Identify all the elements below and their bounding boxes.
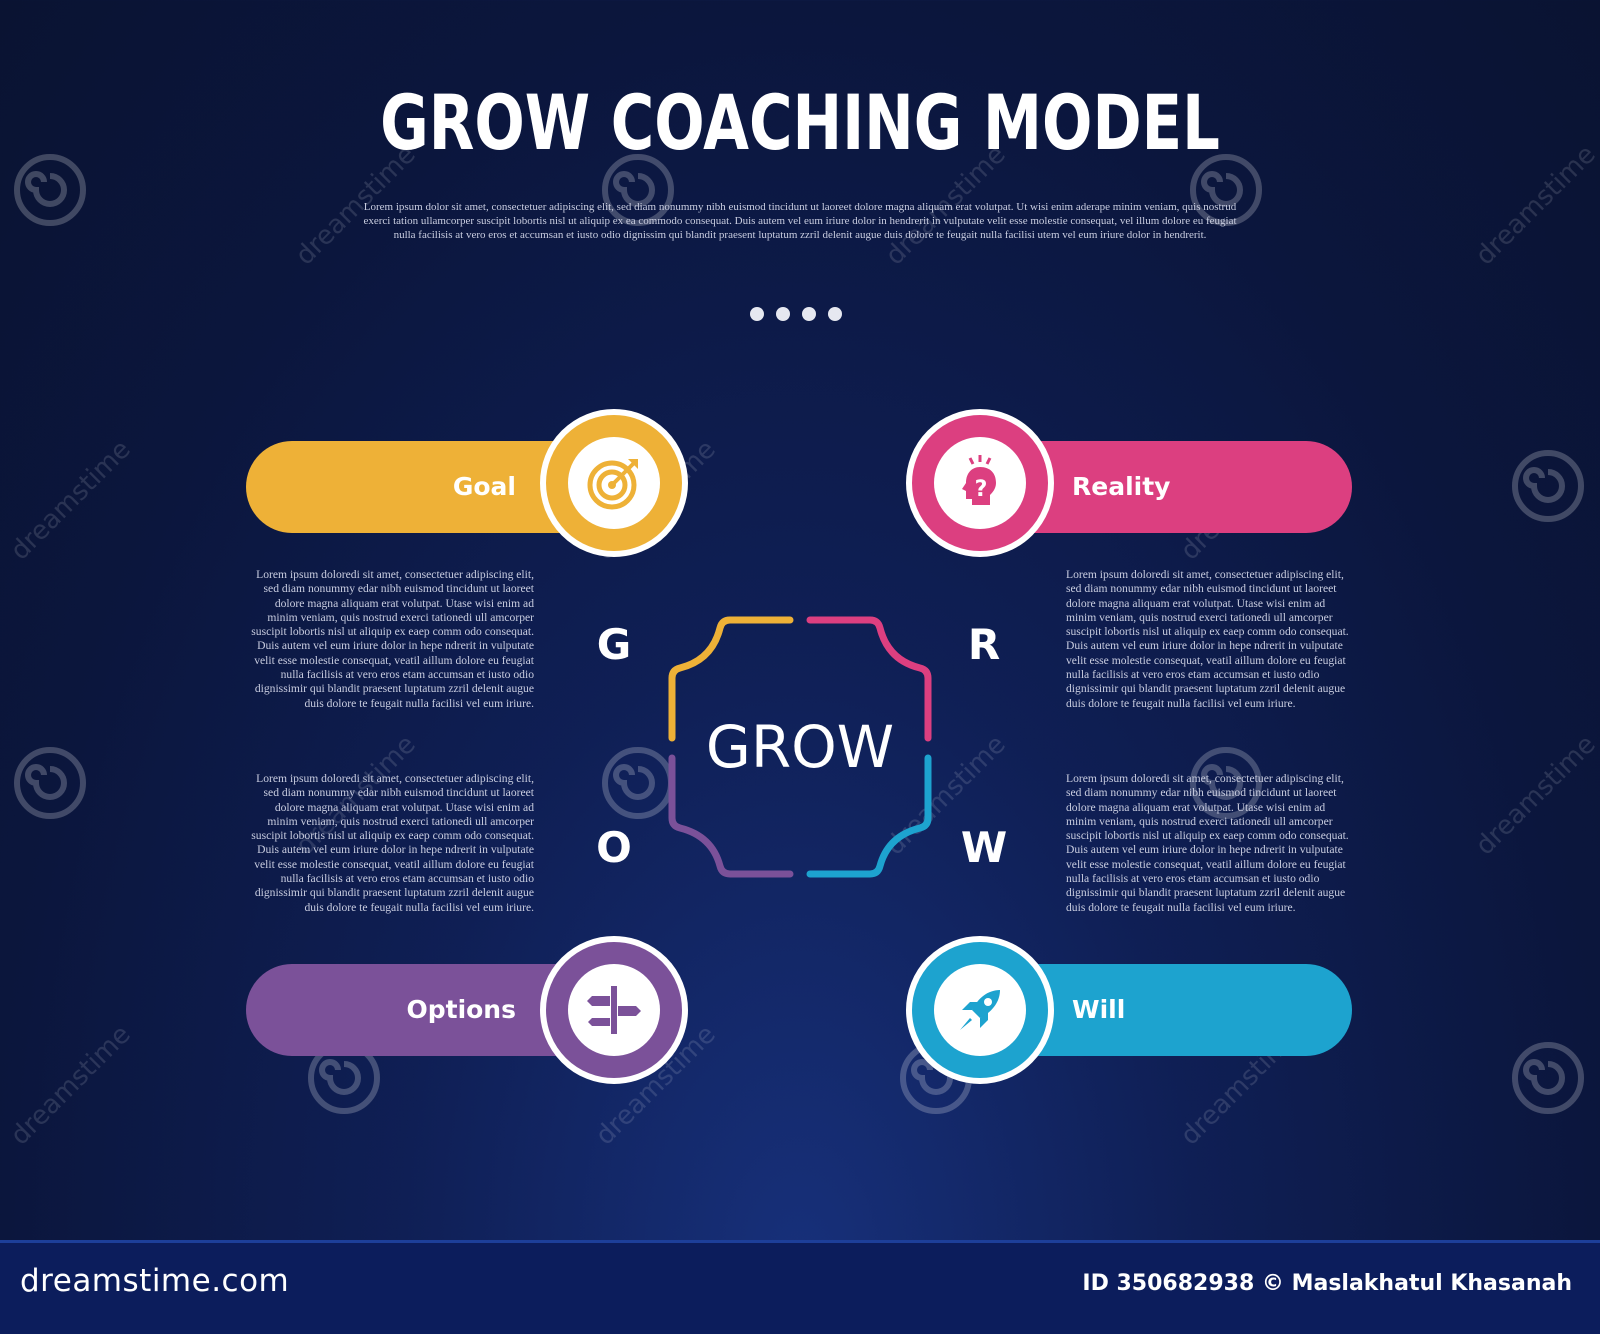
pagination-dots: [750, 307, 842, 321]
watermark-spiral-icon: [602, 154, 674, 226]
footer-credit: ID 350682938 © Maslakhatul Khasanah: [1082, 1271, 1572, 1296]
dot: [828, 307, 842, 321]
letter-g: G: [596, 620, 632, 669]
watermark-text: dreamstime: [1470, 729, 1600, 862]
footer-brand: dreamstime.com: [20, 1263, 290, 1299]
reality-label: Reality: [1072, 472, 1171, 501]
will-label: Will: [1072, 995, 1126, 1024]
watermark-text: dreamstime: [5, 434, 137, 567]
letter-w: W: [960, 823, 1008, 872]
watermark-spiral-icon: [1512, 1042, 1584, 1114]
goal-icon-circle: [540, 409, 688, 557]
will-icon-circle: [906, 936, 1054, 1084]
watermark-spiral-icon: [1190, 154, 1262, 226]
footer-bar: dreamstime.com ID 350682938 © Maslakhatu…: [0, 1240, 1600, 1334]
letter-r: R: [967, 620, 1001, 669]
watermark-spiral-icon: [1190, 747, 1262, 819]
intro-text: Lorem ipsum dolor sit amet, consectetuer…: [363, 201, 1237, 241]
rocket-icon: [960, 990, 1000, 1030]
dot: [750, 307, 764, 321]
watermark-text: dreamstime: [1470, 139, 1600, 272]
signpost-icon: [587, 986, 641, 1034]
grow-frame: [668, 616, 932, 878]
center-grow-word: GROW: [705, 713, 895, 781]
watermark-spiral-icon: [1512, 450, 1584, 522]
dot: [776, 307, 790, 321]
watermark-spiral-icon: [14, 747, 86, 819]
will-description: Lorem ipsum doloredi sit amet, consectet…: [1066, 772, 1349, 914]
reality-description: Lorem ipsum doloredi sit amet, consectet…: [1066, 568, 1349, 710]
infographic-canvas: dreamstime dreamstime dreamstime dreamst…: [5, 78, 1600, 1152]
options-description: Lorem ipsum doloredi sit amet, consectet…: [251, 772, 534, 914]
options-label: Options: [406, 995, 516, 1024]
watermark-spiral-icon: [14, 154, 86, 226]
target-icon: [587, 459, 638, 510]
svg-text:?: ?: [975, 477, 988, 502]
watermark-text: dreamstime: [5, 1019, 137, 1152]
page-title: GROW COACHING MODEL: [380, 78, 1220, 167]
options-icon-circle: [540, 936, 688, 1084]
reality-icon-circle: ?: [906, 409, 1054, 557]
goal-description: Lorem ipsum doloredi sit amet, consectet…: [251, 568, 534, 710]
question-head-icon: ?: [962, 455, 996, 505]
dot: [802, 307, 816, 321]
letter-o: O: [596, 823, 632, 872]
goal-label: Goal: [452, 472, 516, 501]
